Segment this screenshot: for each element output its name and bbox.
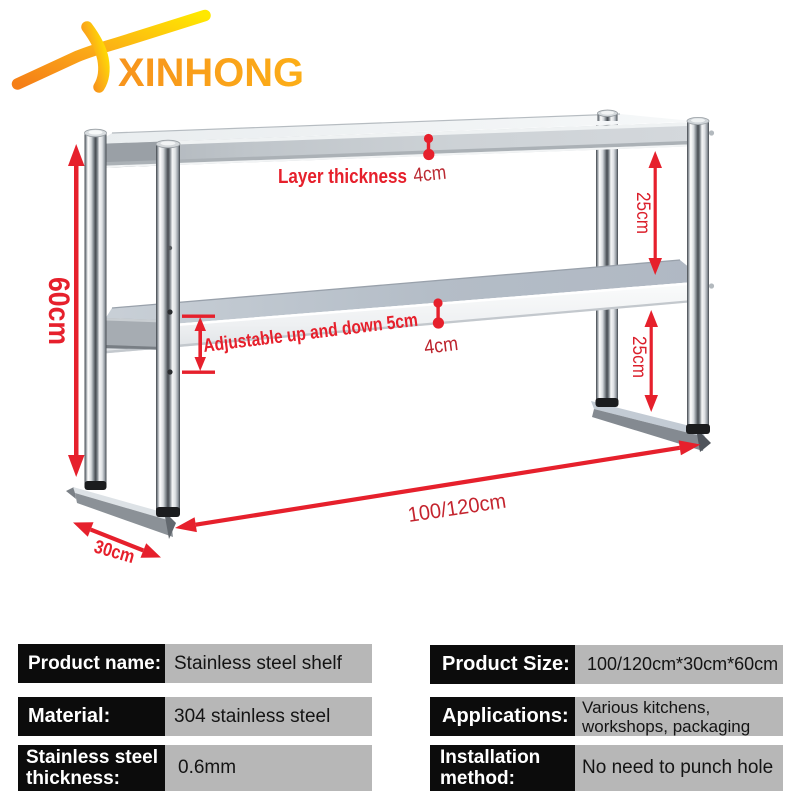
svg-text:30cm: 30cm	[92, 537, 137, 568]
svg-text:100/120cm: 100/120cm	[406, 490, 507, 527]
svg-text:Layer thickness: Layer thickness	[278, 166, 407, 188]
svg-text:25cm: 25cm	[628, 336, 649, 378]
svg-text:4cm: 4cm	[412, 162, 447, 187]
svg-text:4cm: 4cm	[423, 333, 459, 359]
svg-text:25cm: 25cm	[632, 192, 653, 234]
svg-text:60cm: 60cm	[42, 277, 75, 345]
svg-text:XINHONG: XINHONG	[118, 51, 304, 95]
